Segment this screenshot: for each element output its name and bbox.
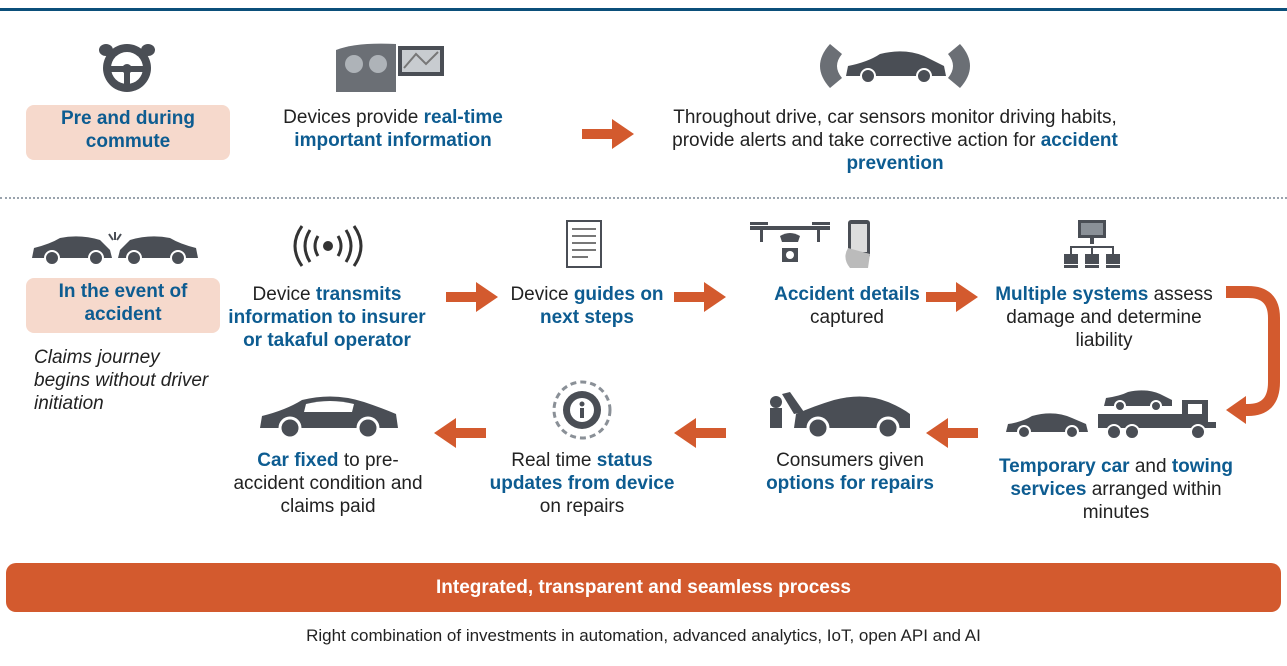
- step-highlight: status updates from device: [489, 450, 675, 494]
- step-highlight: accident prevention: [846, 130, 1118, 174]
- step-text: to pre-accident condition and claims pai…: [233, 450, 423, 517]
- arrow-right-icon: [582, 119, 634, 149]
- car-collision-icon: [32, 232, 198, 266]
- step-status-updates: Real time status updates from device on …: [484, 449, 680, 518]
- step-text: on repairs: [539, 496, 625, 517]
- car-sensor-icon: [820, 44, 970, 88]
- step-repair-options: Consumers given options for repairs: [740, 449, 960, 495]
- step-guides: Device guides on next steps: [500, 283, 674, 329]
- stage-label-commute: Pre and during commute: [26, 105, 230, 160]
- step-text: Devices provide: [283, 107, 424, 128]
- drone-phone-icon: [750, 220, 870, 268]
- u-turn-arrow-icon: [1226, 286, 1280, 424]
- footer-note: Right combination of investments in auto…: [306, 626, 981, 645]
- car-fixed-icon: [260, 396, 398, 440]
- steering-wheel-icon: [99, 44, 155, 92]
- arrow-right-icon: [926, 282, 978, 312]
- step-transmits: Device transmits information to insurer …: [226, 283, 428, 352]
- step-text: arranged within minutes: [1082, 479, 1222, 523]
- section-divider: [0, 197, 1287, 199]
- dashboard-display-icon: [336, 43, 444, 92]
- step-highlight: Temporary car: [998, 456, 1130, 477]
- step-highlight: Car fixed: [257, 450, 339, 471]
- step-highlight: options for repairs: [766, 473, 934, 494]
- step-accident-details: Accident details captured: [760, 283, 934, 329]
- wireless-signal-icon: [293, 225, 363, 267]
- step-accident-prevention: Throughout drive, car sensors monitor dr…: [660, 106, 1130, 175]
- step-text: Throughout drive, car sensors monitor dr…: [672, 107, 1117, 151]
- tow-truck-icon: [1098, 390, 1216, 440]
- step-highlight: Accident details: [774, 284, 920, 305]
- step-highlight: transmits information to insurer or taka…: [228, 284, 426, 351]
- process-banner: Integrated, transparent and seamless pro…: [6, 563, 1281, 612]
- arrow-left-icon: [926, 418, 978, 448]
- step-car-fixed: Car fixed to pre-accident condition and …: [230, 449, 426, 518]
- arrow-left-icon: [434, 418, 486, 448]
- stage-label-accident: In the event of accident: [26, 278, 220, 333]
- step-highlight: Multiple systems: [995, 284, 1149, 305]
- step-text: captured: [810, 307, 884, 328]
- step-highlight: guides on next steps: [540, 284, 664, 328]
- step-text: Device: [252, 284, 316, 305]
- sedan-icon: [1006, 413, 1088, 439]
- step-highlight: towing services: [1010, 456, 1234, 500]
- network-computers-icon: [1064, 220, 1120, 268]
- claims-note: Claims journey begins without driver ini…: [34, 347, 209, 414]
- document-icon: [566, 220, 602, 268]
- mechanic-car-icon: [770, 392, 910, 440]
- arrow-right-icon: [674, 282, 726, 312]
- step-highlight: real-time important information: [294, 107, 503, 151]
- top-divider: [0, 8, 1287, 11]
- step-temporary-car: Temporary car and towing services arrang…: [986, 455, 1246, 524]
- step-text: assess damage and determine liability: [1006, 284, 1213, 351]
- step-text: Consumers given: [776, 450, 924, 471]
- step-text: Real time: [511, 450, 597, 471]
- arrow-left-icon: [674, 418, 726, 448]
- step-realtime-info: Devices provide real-time important info…: [244, 106, 542, 152]
- gear-info-icon: [552, 380, 612, 440]
- step-multiple-systems: Multiple systems assess damage and deter…: [990, 283, 1218, 352]
- step-text: Device: [510, 284, 574, 305]
- arrow-right-icon: [446, 282, 498, 312]
- step-text: and: [1129, 456, 1172, 477]
